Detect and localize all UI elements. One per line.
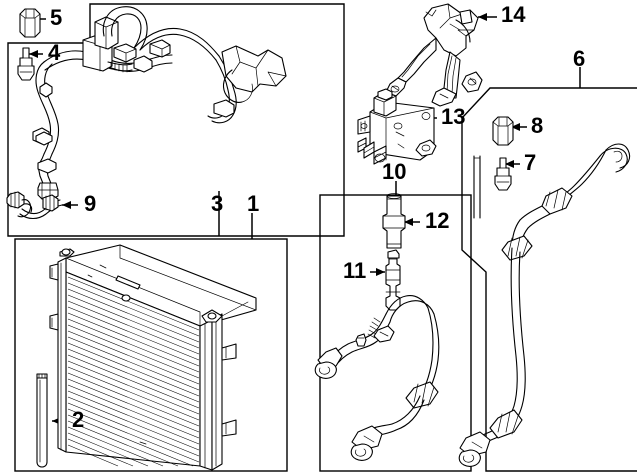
callout-3: 3 [211,191,224,216]
callout-1: 1 [247,191,260,216]
part-3-hose-assembly [32,6,287,200]
part-11-expansion-valve [385,249,401,311]
callout-6: 6 [573,46,586,71]
part-12-coupling-sleeve [382,193,406,249]
part-6-discharge-hose [458,143,631,467]
callout-14: 14 [501,2,526,27]
part-9-pressure-switch [6,191,63,220]
callout-11: 11 [343,258,367,283]
callout-2: 2 [72,407,85,432]
callout-13: 13 [441,104,466,129]
part-7-valve-core [494,157,512,191]
part-4-valve-core [17,47,35,81]
part-8-service-port-cap [492,116,514,146]
group-box-1 [14,238,288,472]
callout-8: 8 [531,113,544,138]
callout-4: 4 [48,40,61,65]
callout-9: 9 [84,191,97,216]
callout-5: 5 [50,5,63,30]
part-10-liquid-line [314,295,440,461]
callout-12: 12 [425,208,450,233]
part-14-mounting-bracket [385,3,483,107]
part-5-service-port-cap [19,8,41,38]
group-box-6 [461,87,637,472]
part-13-solenoid-block [357,88,437,165]
part-2-receiver-drier [36,373,48,468]
part-1-condenser [49,244,257,471]
callout-7: 7 [524,150,537,175]
callout-10: 10 [382,159,407,184]
